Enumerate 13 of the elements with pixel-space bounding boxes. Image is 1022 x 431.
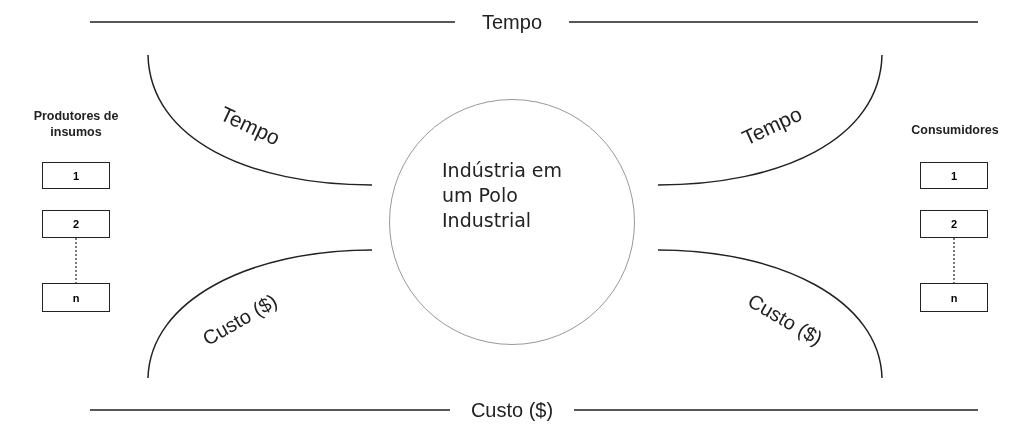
curve-label: Custo ($) — [198, 289, 282, 351]
curve-label: Tempo — [738, 101, 806, 151]
numbered-box: 1 — [42, 162, 110, 189]
numbered-box: n — [920, 283, 988, 312]
numbered-box: 2 — [920, 210, 988, 238]
group-heading: Consumidores — [910, 122, 1000, 138]
numbered-box: n — [42, 283, 110, 312]
axis-label: Tempo — [482, 10, 542, 34]
group-heading: Produtores de insumos — [32, 108, 120, 140]
axis-label: Custo ($) — [470, 398, 554, 422]
numbered-box: 2 — [42, 210, 110, 238]
circle-label: Indústria em um Polo Industrial — [442, 158, 564, 233]
numbered-box: 1 — [920, 162, 988, 189]
